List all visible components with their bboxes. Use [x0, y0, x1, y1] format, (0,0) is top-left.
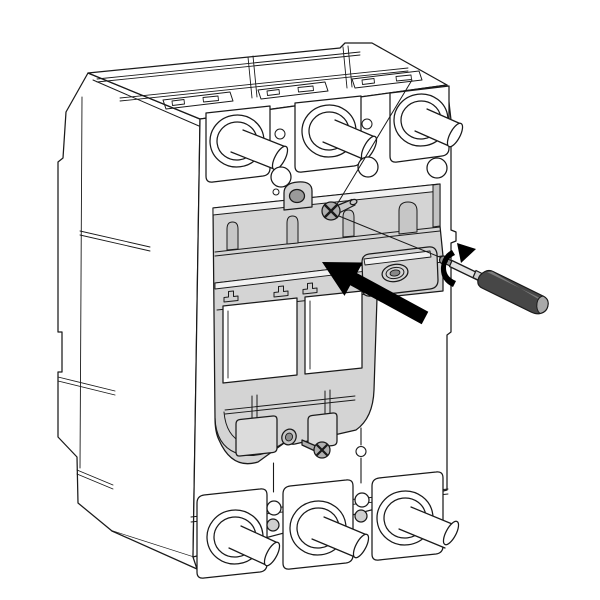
front-hole: [266, 500, 282, 516]
pole-ledge-1: [162, 91, 234, 110]
plate-rail-end: [432, 183, 441, 228]
alignment-mark-circle: [355, 445, 367, 458]
pole-ledge-3: [351, 70, 423, 89]
bottom-screw: [301, 439, 331, 459]
top-screw-assembly: [321, 79, 443, 259]
bottom-terminal-pole-3: [371, 471, 460, 561]
top-terminal-pole-1: [205, 105, 292, 188]
screwdriver-handle: [477, 269, 549, 315]
plate-mounting-tab: [272, 181, 313, 211]
install-direction-arrow: [322, 262, 429, 325]
alignment-marks: [272, 427, 367, 493]
top-terminal-pole-3: [389, 85, 464, 179]
plate-lower-groove: [224, 395, 356, 415]
bottom-screw-assembly: [281, 428, 331, 459]
plate-window-left: [222, 297, 298, 384]
top-terminal-pole-2: [294, 95, 379, 178]
screwdriver: [438, 243, 549, 315]
front-hole: [266, 518, 280, 532]
mounting-plate: [212, 181, 444, 465]
phillips-cross: [323, 203, 339, 219]
plate-windows: [222, 290, 363, 384]
screw-boss: [361, 246, 439, 297]
plate-clips: [223, 282, 318, 303]
pole-ledge-2: [257, 81, 329, 100]
bottom-terminals: [196, 471, 460, 579]
tab-hole: [288, 188, 306, 204]
breaker-top-face: [87, 42, 448, 120]
rotation-arrow-head: [457, 243, 476, 263]
bottom-terminal-pole-2: [282, 479, 370, 570]
top-terminals: [205, 85, 464, 188]
tab-dot: [272, 188, 280, 196]
plate-rail-slots: [226, 201, 418, 251]
screwdriver-handle-butt: [536, 295, 549, 314]
threaded-hole: [381, 263, 409, 283]
leader-line-to-terminal: [332, 79, 413, 212]
plate-window-right: [304, 290, 363, 375]
rotation-arrow: [440, 243, 476, 287]
phillips-cross: [315, 443, 329, 457]
top-screw: [321, 198, 358, 221]
bottom-terminal-pole-1: [196, 488, 281, 579]
breaker-side-face: [57, 72, 201, 570]
plate-lower-bosses: [235, 389, 338, 457]
front-hole: [354, 492, 370, 508]
front-hole: [354, 509, 368, 523]
leader-line-to-screwdriver: [333, 213, 443, 259]
